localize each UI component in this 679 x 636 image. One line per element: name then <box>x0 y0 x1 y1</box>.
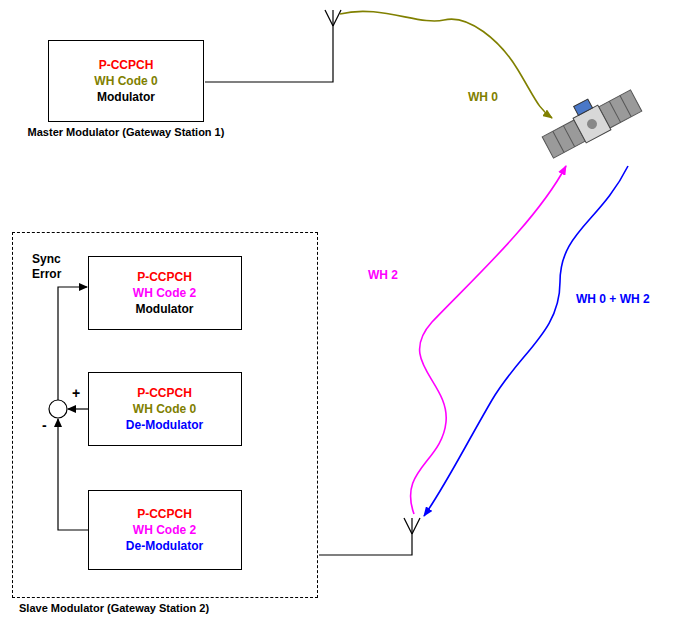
signal-label: Sync Error <box>30 252 84 282</box>
box-text: WH Code 0 <box>94 73 157 89</box>
signal-label: WH 0 + WH 2 <box>574 292 652 307</box>
box-text: Modulator <box>97 89 155 105</box>
sync-loop <box>49 287 88 530</box>
box-text: WH Code 2 <box>133 522 196 538</box>
antenna-symbol <box>325 10 341 26</box>
box-text: P-CCPCH <box>137 506 192 522</box>
box-text: P-CCPCH <box>137 385 192 401</box>
sign-label: - <box>40 418 49 433</box>
box-body: P-CCPCHWH Code 2De-Modulator <box>89 491 241 569</box>
downlink-wave <box>424 166 628 516</box>
station-caption: Slave Modulator (Gateway Station 2) <box>19 601 209 615</box>
feed-line <box>205 26 333 82</box>
signal-label: WH 2 <box>366 268 400 283</box>
box-text: P-CCPCH <box>137 269 192 285</box>
antenna-symbol <box>404 518 420 534</box>
box-text: De-Modulator <box>126 538 203 554</box>
signal-label: WH 0 <box>466 90 500 105</box>
modulator-box: P-CCPCHWH Code 0ModulatorMaster Modulato… <box>48 40 204 122</box>
uplink-wave <box>411 166 566 514</box>
demodulator-box: P-CCPCHWH Code 0De-Modulator <box>88 372 242 446</box>
box-text: WH Code 0 <box>133 401 196 417</box>
uplink-wave <box>340 11 552 118</box>
box-text: Modulator <box>136 301 194 317</box>
box-body: P-CCPCHWH Code 0De-Modulator <box>89 373 241 445</box>
sign-label: + <box>70 386 82 401</box>
box-body: P-CCPCHWH Code 0Modulator <box>49 41 203 121</box>
station-caption: Master Modulator (Gateway Station 1) <box>28 125 225 139</box>
box-text: De-Modulator <box>126 417 203 433</box>
demodulator-box: P-CCPCHWH Code 2De-Modulator <box>88 490 242 570</box>
station-group: Slave Modulator (Gateway Station 2)P-CCP… <box>12 232 318 598</box>
box-text: P-CCPCH <box>99 57 154 73</box>
feed-line <box>319 534 412 555</box>
box-text: WH Code 2 <box>133 285 196 301</box>
modulator-box: P-CCPCHWH Code 2Modulator <box>88 256 242 330</box>
box-body: P-CCPCHWH Code 2Modulator <box>89 257 241 329</box>
satellite-symbol <box>537 79 643 159</box>
